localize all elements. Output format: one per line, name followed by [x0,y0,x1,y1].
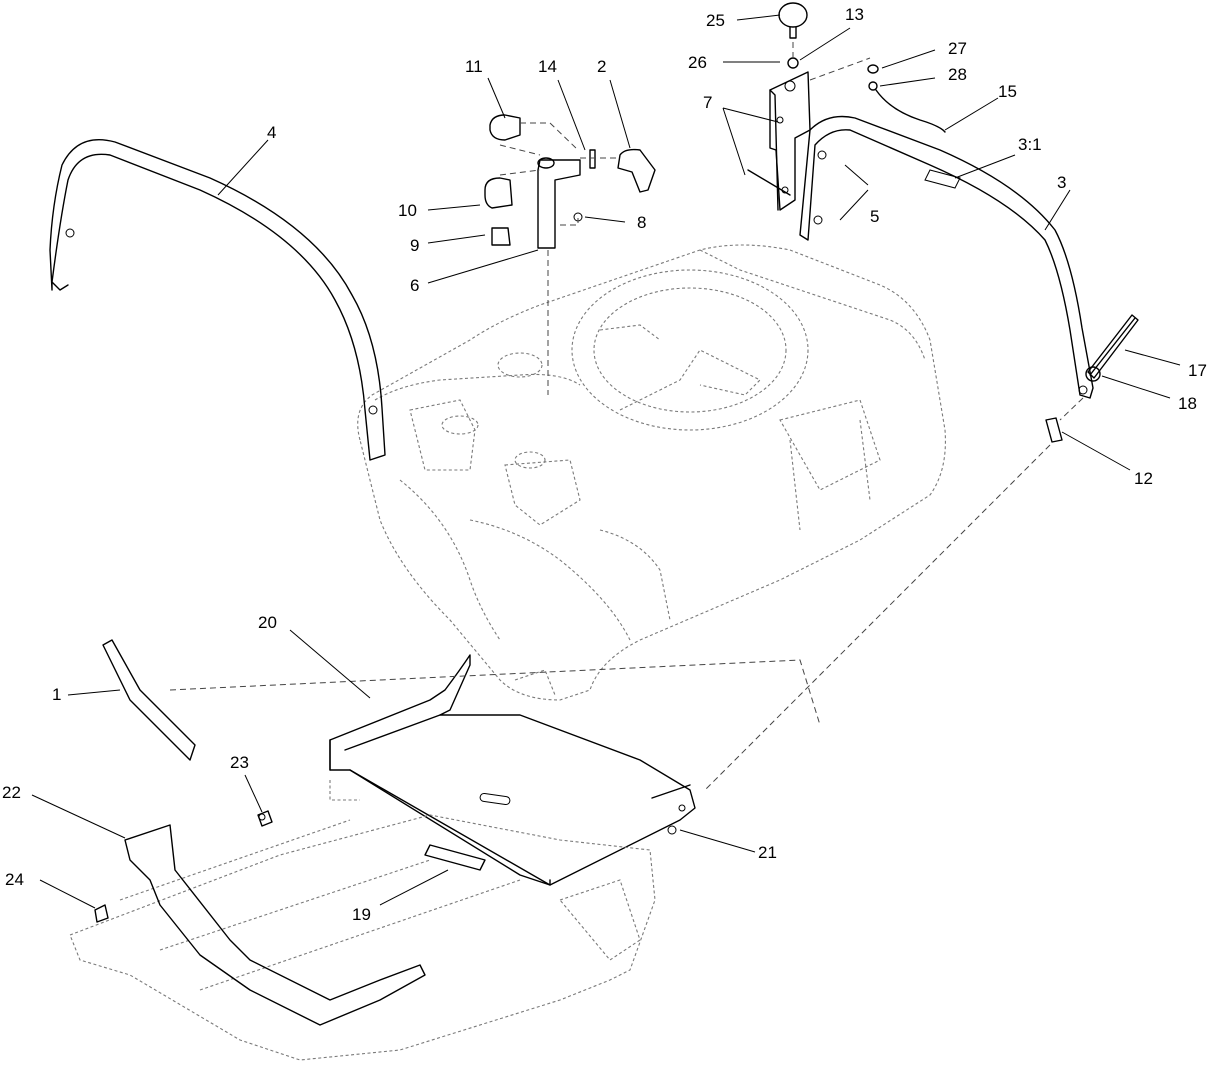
callout-14: 14 [538,57,557,76]
callout-20: 20 [258,613,277,632]
strip-1 [102,639,196,761]
callout-23: 23 [230,753,249,772]
sender-wire [867,64,946,133]
callout-25: 25 [706,11,725,30]
frame [69,659,821,1061]
callout-4: 4 [267,123,276,142]
callout-21: 21 [758,843,777,862]
callout-1: 1 [52,685,61,704]
callout-26: 26 [688,53,707,72]
callout-6: 6 [410,276,419,295]
callout-24: 24 [5,870,24,889]
callout-15: 15 [998,82,1017,101]
callout-18: 18 [1178,394,1197,413]
callout-28: 28 [948,65,967,84]
callout-11: 11 [465,57,483,76]
callout-3-1: 3:1 [1018,135,1042,154]
callout-10: 10 [398,201,417,220]
callout-22: 22 [2,783,21,802]
left-tank-strap [49,138,386,461]
callout-12: 12 [1134,469,1153,488]
callout-7: 7 [703,93,712,112]
fill-neck-assembly [484,114,656,395]
strap-hardware [704,314,1139,791]
tank-tray [329,654,696,886]
callout-17: 17 [1188,361,1207,380]
callout-19: 19 [352,905,371,924]
callouts: 25 13 27 26 28 11 14 2 7 15 4 3:1 10 8 5… [2,5,1207,924]
gauge-bracket [747,71,811,211]
tank-outline [357,244,946,701]
callout-5: 5 [870,207,879,226]
callout-2: 2 [597,57,606,76]
callout-27: 27 [948,39,967,58]
callout-3: 3 [1057,173,1066,192]
callout-9: 9 [410,236,419,255]
callout-8: 8 [637,213,646,232]
callout-13: 13 [845,5,864,24]
leader-lines [31,14,1181,909]
right-tank-strap [799,115,1094,399]
